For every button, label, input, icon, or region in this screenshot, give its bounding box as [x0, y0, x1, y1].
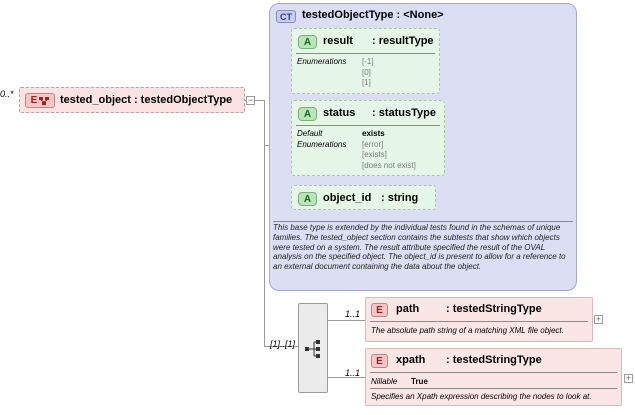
attribute-badge: A [298, 35, 317, 49]
default-value: exists [362, 129, 385, 138]
expand-toggle[interactable]: + [624, 373, 633, 383]
enumeration-value: [-1] [362, 57, 374, 66]
attribute-badge: A [298, 107, 317, 121]
element-description: Specifies an Xpath expression describing… [371, 392, 592, 401]
element-name: xpath [396, 354, 426, 366]
element-separator [370, 372, 617, 373]
root-element-node[interactable]: E tested_object : testedObjectType [19, 87, 245, 113]
nillable-value: True [411, 377, 428, 386]
connector-ct-trunk [264, 100, 265, 346]
element-badge: E [25, 93, 55, 108]
connector-seq-to-xpath [328, 377, 365, 378]
element-type: : testedStringType [446, 303, 542, 315]
element-separator [370, 321, 588, 322]
expand-toggle[interactable]: + [594, 314, 603, 324]
attribute-name: result [323, 35, 353, 47]
element-badge: E [371, 303, 388, 317]
root-cardinality: 0..* [0, 89, 14, 99]
attribute-separator [296, 125, 440, 126]
property-key-enumerations: Enumerations [297, 139, 347, 149]
element-description: The absolute path string of a matching X… [371, 326, 564, 335]
element-xpath[interactable]: E xpath : testedStringType Nillable True… [365, 348, 622, 406]
sequence-compositor[interactable] [298, 303, 328, 393]
element-path-cardinality: 1..1 [345, 309, 361, 319]
sequence-cardinality: [1]..[1] [270, 339, 296, 349]
connector-root-to-ct [245, 100, 265, 101]
element-badge: E [371, 354, 388, 368]
property-key-enumerations: Enumerations [297, 57, 347, 66]
element-separator [370, 388, 617, 389]
attribute-type: : statusType [372, 107, 436, 119]
attribute-separator [296, 53, 435, 54]
attribute-type: : string [381, 192, 419, 204]
property-key-default: Default [297, 129, 323, 138]
complex-type-badge: CT [276, 10, 296, 23]
element-children-icon [39, 96, 50, 105]
attribute-object-id[interactable]: A object_id : string [291, 185, 436, 210]
collapse-toggle[interactable]: − [246, 95, 255, 105]
element-path[interactable]: E path : testedStringType The absolute p… [365, 297, 593, 342]
element-type: : testedStringType [446, 354, 542, 366]
element-xpath-cardinality: 1..1 [345, 368, 361, 378]
attribute-name: object_id [323, 192, 372, 204]
enumeration-value: [0] [362, 67, 371, 77]
description-separator [273, 221, 573, 222]
complex-type-description: This base type is extended by the indivi… [273, 223, 566, 272]
complex-type-title: testedObjectType : <None> [302, 9, 444, 21]
enumeration-value: [1] [362, 78, 371, 87]
attribute-result[interactable]: A result : resultType Enumerations [-1] … [291, 28, 440, 94]
element-badge-letter: E [30, 95, 38, 106]
connector-trunk-to-sequence [264, 346, 298, 347]
connector-seq-to-path [328, 320, 365, 321]
attribute-badge: A [298, 192, 317, 206]
element-name: path [396, 303, 420, 315]
attribute-status[interactable]: A status : statusType Default exists Enu… [291, 100, 445, 176]
attribute-type: : resultType [372, 35, 434, 47]
attribute-name: status [323, 107, 356, 119]
property-key-nillable: Nillable [371, 377, 398, 386]
enumeration-value: [does not exist] [362, 160, 416, 170]
enumeration-value: [exists] [362, 150, 387, 159]
enumeration-value: [error] [362, 139, 384, 149]
sequence-icon [305, 340, 320, 358]
root-element-label: tested_object : testedObjectType [60, 94, 233, 106]
